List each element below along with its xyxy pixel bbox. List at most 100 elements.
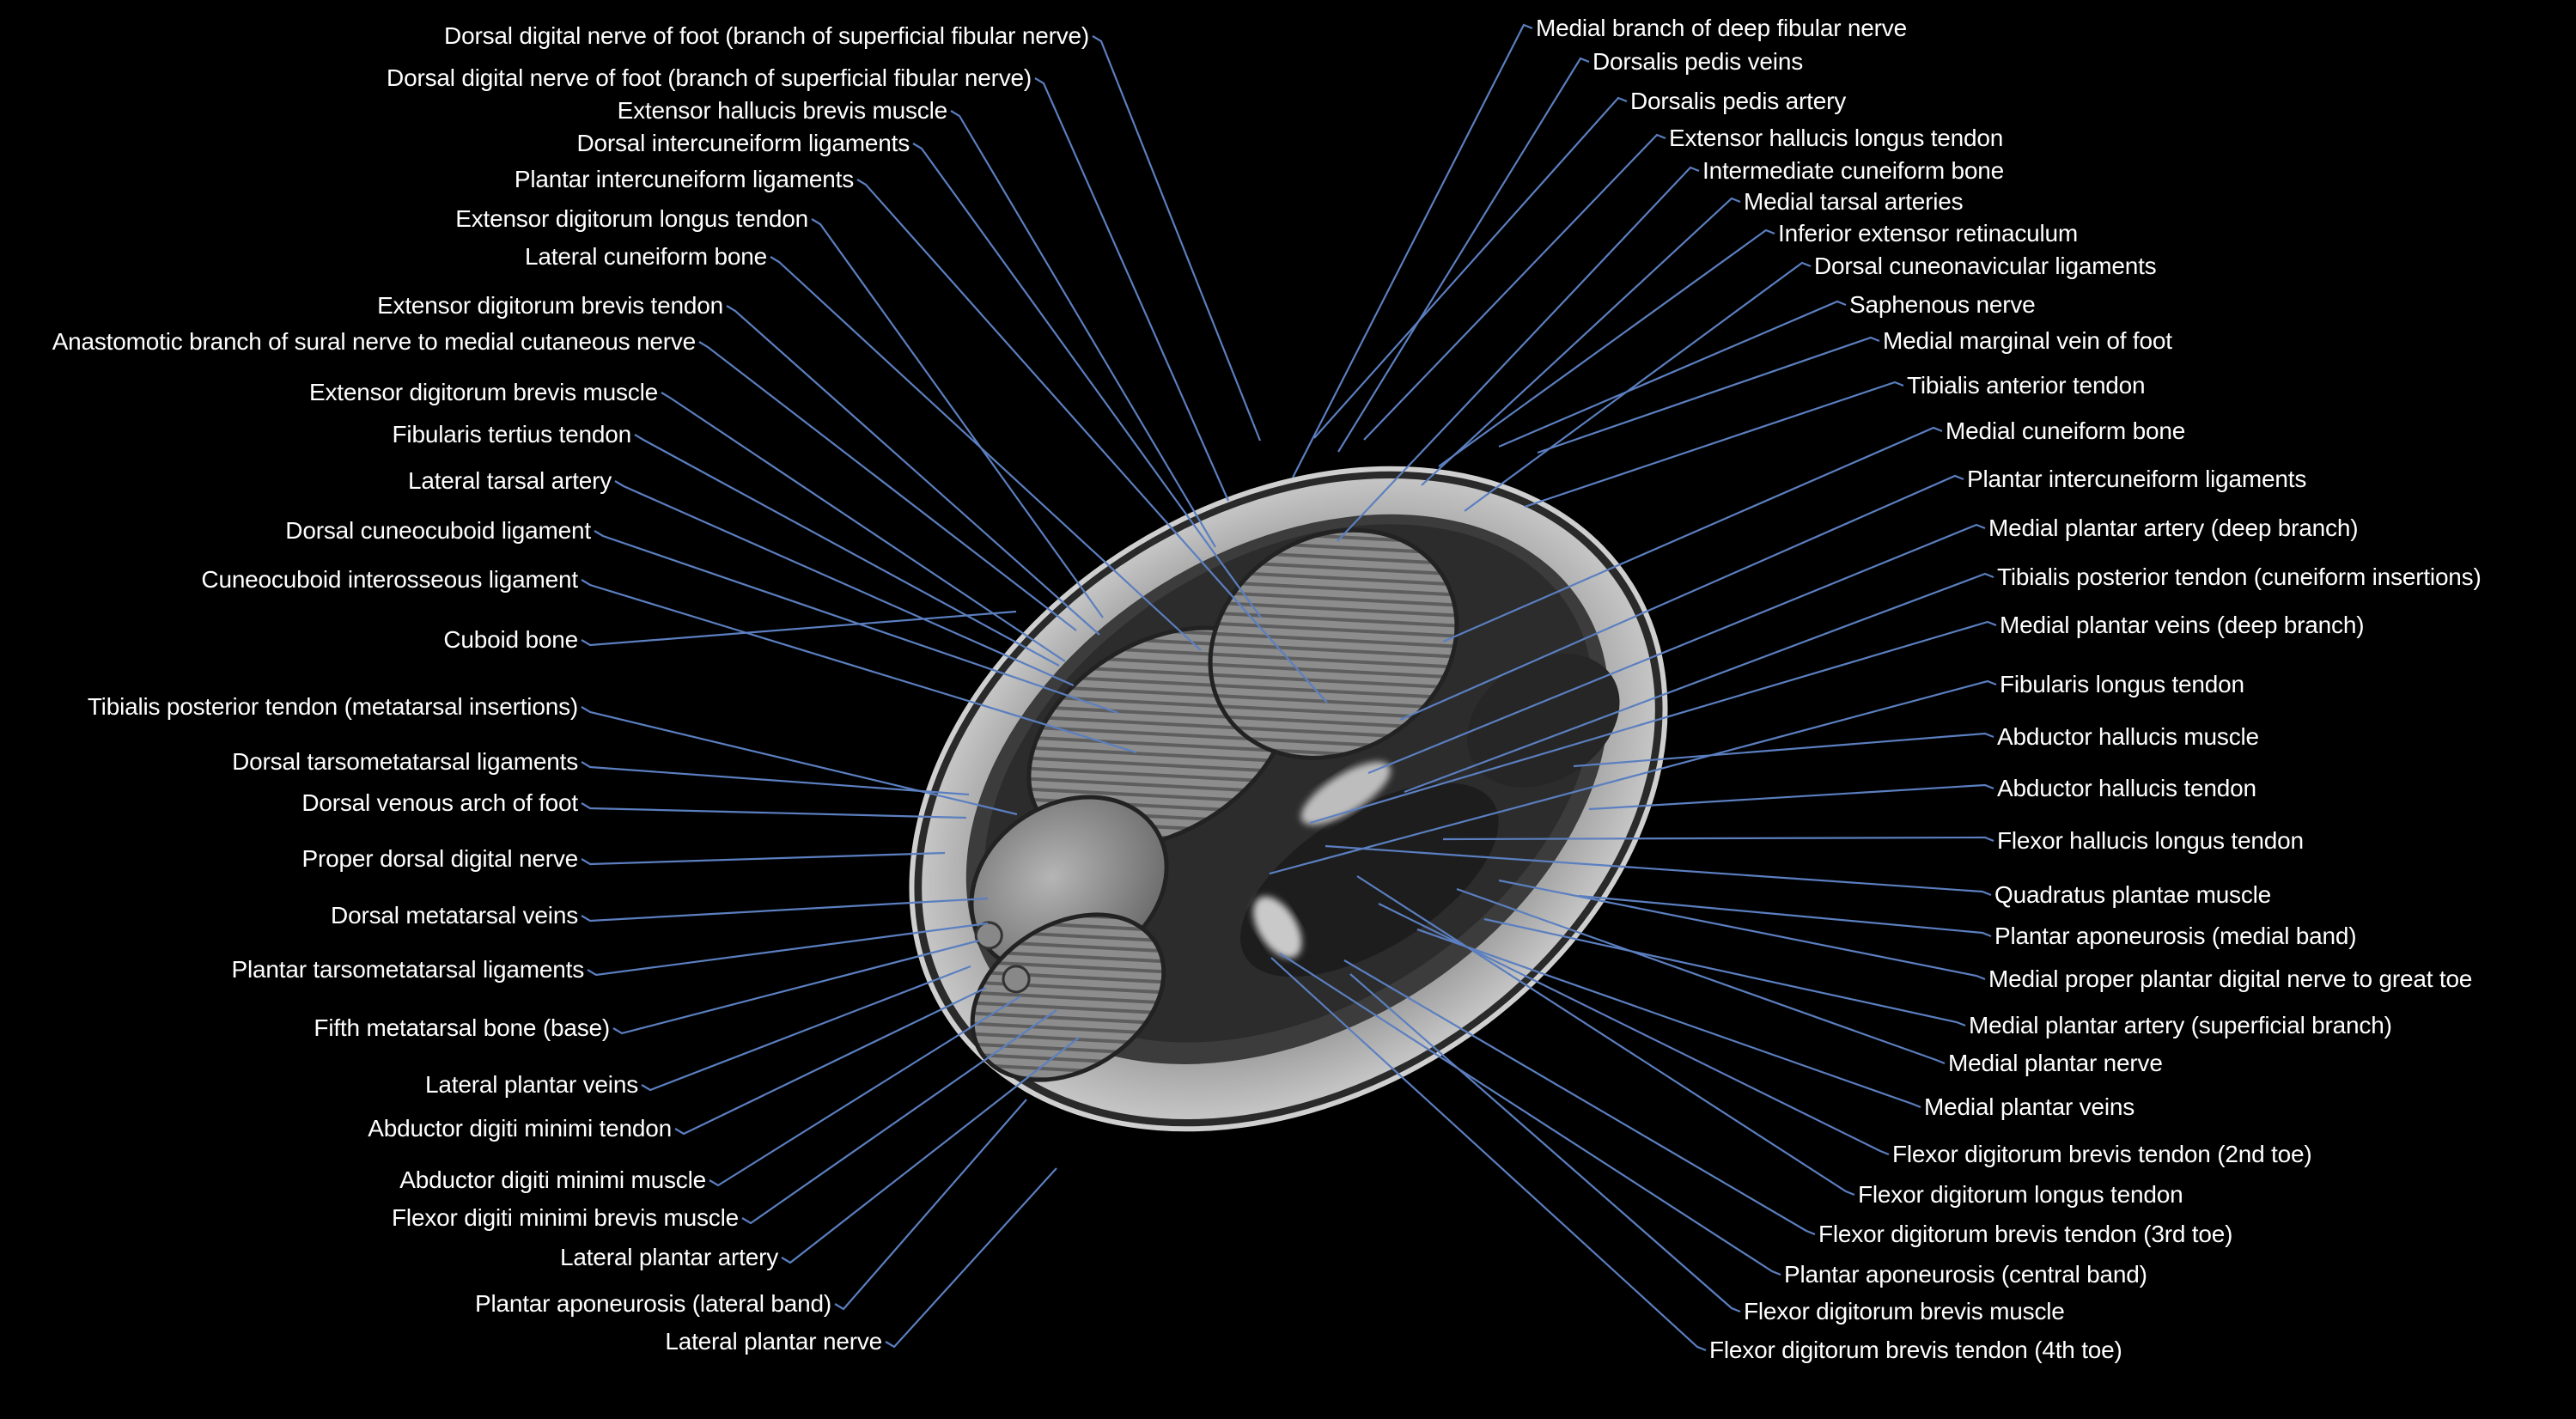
leader-line [581, 851, 946, 866]
label-fifth-metatarsal-bone-base: Fifth metatarsal bone (base) [314, 1014, 610, 1041]
leader-line [1343, 959, 1816, 1236]
label-fibularis-tertius-tendon: Fibularis tertius tendon [392, 421, 632, 448]
label-tibialis-posterior-tendon-cuneiform-insertions: Tibialis posterior tendon (cuneiform ins… [1997, 563, 2482, 590]
leader-line [950, 110, 1216, 548]
leader-line [781, 1037, 1080, 1264]
leader-line [1442, 426, 1943, 643]
label-abductor-digiti-minimi-tendon: Abductor digiti minimi tendon [368, 1115, 672, 1142]
label-plantar-aponeurosis-medial-band: Plantar aponeurosis (medial band) [1994, 923, 2357, 949]
label-inferior-extensor-retinaculum: Inferior extensor retinaculum [1778, 220, 2079, 247]
label-medial-cuneiform-bone: Medial cuneiform bone [1946, 417, 2186, 444]
leader-line [1498, 879, 1986, 981]
label-dorsal-digital-nerve-of-foot-branch-of-superficial-fibular-nerve: Dorsal digital nerve of foot (branch of … [387, 64, 1032, 91]
leader-line [614, 480, 1075, 687]
leader-line [709, 996, 1021, 1187]
leader-line [581, 610, 1017, 647]
leader-line [1404, 572, 1994, 794]
leader-line [1573, 732, 1994, 768]
label-medial-plantar-artery-deep-branch: Medial plantar artery (deep branch) [1988, 515, 2359, 541]
label-lateral-cuneiform-bone: Lateral cuneiform bone [525, 243, 767, 270]
leader-line [912, 143, 1262, 618]
leader-line [1378, 903, 1890, 1156]
label-dorsal-cuneocuboid-ligament: Dorsal cuneocuboid ligament [285, 517, 591, 544]
leader-line [1578, 894, 1992, 938]
label-saphenous-nerve: Saphenous nerve [1849, 291, 2036, 318]
label-plantar-aponeurosis-central-band: Plantar aponeurosis (central band) [1784, 1261, 2147, 1288]
label-abductor-digiti-minimi-muscle: Abductor digiti minimi muscle [399, 1166, 706, 1193]
label-dorsal-venous-arch-of-foot: Dorsal venous arch of foot [301, 789, 578, 816]
label-extensor-digitorum-brevis-muscle: Extensor digitorum brevis muscle [309, 379, 658, 405]
label-medial-plantar-nerve: Medial plantar nerve [1948, 1050, 2163, 1076]
label-dorsal-cuneonavicular-ligaments: Dorsal cuneonavicular ligaments [1814, 253, 2157, 279]
label-dorsal-intercuneiform-ligaments: Dorsal intercuneiform ligaments [576, 130, 910, 156]
leader-line [811, 218, 1104, 618]
label-medial-plantar-veins-deep-branch: Medial plantar veins (deep branch) [2000, 612, 2365, 638]
label-medial-plantar-veins: Medial plantar veins [1924, 1093, 2135, 1120]
label-medial-proper-plantar-digital-nerve-to-great-toe: Medial proper plantar digital nerve to g… [1988, 965, 2473, 992]
leader-line [726, 305, 1100, 636]
label-flexor-digitorum-brevis-tendon-2nd-toe: Flexor digitorum brevis tendon (2nd toe) [1892, 1141, 2312, 1167]
label-plantar-intercuneiform-ligaments: Plantar intercuneiform ligaments [1967, 466, 2307, 492]
leader-line [1464, 261, 1812, 512]
label-abductor-hallucis-muscle: Abductor hallucis muscle [1997, 723, 2259, 750]
label-dorsalis-pedis-artery: Dorsalis pedis artery [1630, 88, 1846, 114]
leader-line [641, 965, 971, 1092]
label-dorsal-digital-nerve-of-foot-branch-of-superficial-fibular-nerve: Dorsal digital nerve of foot (branch of … [444, 22, 1089, 49]
leader-line [674, 987, 987, 1136]
leader-line [885, 1167, 1057, 1349]
label-flexor-digitorum-longus-tendon: Flexor digitorum longus tendon [1858, 1181, 2183, 1208]
leader-line [1325, 844, 1992, 897]
leader-line [587, 922, 989, 977]
leader-line [1337, 57, 1590, 453]
leader-line [594, 530, 1119, 715]
leader-line [581, 761, 970, 796]
label-abductor-hallucis-tendon: Abductor hallucis tendon [1997, 775, 2256, 801]
leader-line [856, 179, 1328, 703]
label-flexor-digitorum-brevis-tendon-3rd-toe: Flexor digitorum brevis tendon (3rd toe) [1818, 1221, 2233, 1247]
leader-line [1588, 783, 1994, 811]
leader-line [1309, 620, 1997, 825]
label-plantar-intercuneiform-ligaments: Plantar intercuneiform ligaments [514, 166, 854, 192]
label-extensor-digitorum-brevis-tendon: Extensor digitorum brevis tendon [377, 292, 723, 319]
label-quadratus-plantae-muscle: Quadratus plantae muscle [1994, 881, 2272, 908]
label-flexor-digitorum-brevis-muscle: Flexor digitorum brevis muscle [1744, 1298, 2065, 1325]
label-medial-marginal-vein-of-foot: Medial marginal vein of foot [1883, 327, 2172, 354]
label-anastomotic-branch-of-sural-nerve-to-medial-cutaneous-nerve: Anastomotic branch of sural nerve to med… [52, 328, 696, 355]
leader-line [1367, 523, 1986, 775]
label-flexor-hallucis-longus-tendon: Flexor hallucis longus tendon [1997, 827, 2304, 854]
leader-line [1456, 887, 1946, 1065]
label-flexor-digiti-minimi-brevis-muscle: Flexor digiti minimi brevis muscle [392, 1204, 739, 1231]
label-tibialis-anterior-tendon: Tibialis anterior tendon [1907, 372, 2146, 399]
label-intermediate-cuneiform-bone: Intermediate cuneiform bone [1702, 157, 2005, 184]
label-extensor-digitorum-longus-tendon: Extensor digitorum longus tendon [455, 205, 808, 232]
leader-line [1092, 35, 1262, 442]
leader-line [1442, 836, 1994, 843]
label-dorsal-tarsometatarsal-ligaments: Dorsal tarsometatarsal ligaments [232, 748, 578, 775]
leader-line [581, 579, 1137, 754]
leader-line [1363, 133, 1666, 441]
leader-line [1483, 917, 1966, 1027]
label-extensor-hallucis-longus-tendon: Extensor hallucis longus tendon [1669, 125, 2004, 151]
leader-line [1524, 381, 1904, 509]
leader-line [834, 1099, 1027, 1311]
label-lateral-plantar-artery: Lateral plantar artery [560, 1244, 778, 1270]
leader-line [661, 392, 1066, 662]
leader-line [581, 706, 1018, 816]
leader-line [1399, 474, 1964, 722]
leader-line [1313, 96, 1628, 439]
leader-line [1337, 166, 1700, 542]
label-dorsalis-pedis-veins: Dorsalis pedis veins [1592, 48, 1803, 75]
leader-line [1356, 875, 1855, 1197]
leader-line [741, 1009, 1057, 1225]
label-lateral-plantar-nerve: Lateral plantar nerve [665, 1328, 882, 1355]
leader-line [1421, 197, 1741, 486]
leader-line [581, 802, 967, 819]
leader-line [1269, 679, 1997, 875]
leader-line [698, 341, 1077, 631]
leader-line [1270, 957, 1707, 1352]
label-cuboid-bone: Cuboid bone [443, 626, 578, 653]
leader-line [1537, 336, 1880, 454]
